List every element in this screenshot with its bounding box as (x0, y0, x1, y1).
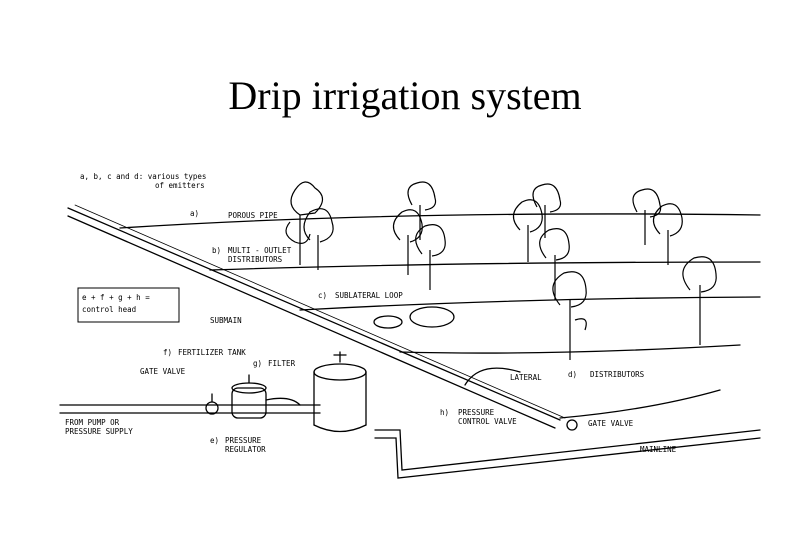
label-a: a) (190, 209, 199, 218)
label-h-text-1: PRESSURE (458, 408, 495, 417)
tree-1 (285, 181, 324, 265)
label-g: g) (253, 359, 262, 368)
control-head-box (77, 287, 180, 323)
tree-4 (392, 209, 423, 275)
submain-pipe-2 (67, 215, 556, 429)
label-e: e) (210, 436, 219, 445)
legend-emitters-1: a, b, c and d: various types (80, 172, 206, 181)
lateral-a (119, 213, 761, 229)
label-b-text-1: MULTI - OUTLET (228, 246, 292, 255)
legend-emitters-2: of emitters (155, 181, 205, 190)
label-h-text-2: CONTROL VALVE (458, 417, 517, 426)
pressure-regulator (205, 393, 219, 415)
label-b: b) (212, 246, 221, 255)
tree-8 (539, 228, 570, 300)
label-d-text: DISTRIBUTORS (590, 370, 645, 379)
lateral-b (209, 261, 761, 271)
labels: a, b, c and d: various types of emitters… (65, 172, 677, 454)
label-f-text: FERTILIZER TANK (178, 348, 246, 357)
tree-5 (415, 224, 446, 290)
label-e-text-1: PRESSURE (225, 436, 262, 445)
mainline (374, 429, 761, 471)
label-c: c) (318, 291, 327, 300)
label-h: h) (440, 408, 449, 417)
label-a-text: POROUS PIPE (228, 211, 278, 220)
submain-pipe-3 (74, 204, 566, 419)
gate-valve-left-label: GATE VALVE (140, 367, 186, 376)
fertilizer-tank (231, 374, 301, 419)
label-f: f) (163, 348, 172, 357)
control-box-line2: control head (82, 305, 136, 314)
submain-pipe (67, 207, 561, 421)
from-pump-2: PRESSURE SUPPLY (65, 427, 133, 436)
label-c-text: SUBLATERAL LOOP (335, 291, 403, 300)
submain-label: SUBMAIN (210, 316, 242, 325)
label-d: d) (568, 370, 577, 379)
lateral-c (299, 296, 761, 311)
label-b-text-2: DISTRIBUTORS (228, 255, 283, 264)
tree-2 (303, 208, 334, 270)
tree-11 (652, 203, 683, 265)
mainline-label: MAINLINE (640, 445, 677, 454)
sublateral-loop (409, 306, 455, 328)
lateral-e (559, 389, 721, 419)
tree-10 (632, 188, 662, 245)
gate-valve-right (566, 419, 578, 431)
tree-7 (512, 199, 543, 262)
from-pump-1: FROM PUMP OR (65, 418, 120, 427)
tree-12 (682, 256, 717, 345)
control-box-line1: e + f + g + h = (82, 293, 150, 302)
slide-title: Drip irrigation system (228, 73, 582, 118)
filter-tank (313, 351, 367, 433)
gate-valve-right-label: GATE VALVE (588, 419, 634, 428)
tree-6 (532, 183, 562, 238)
lateral-label: LATERAL (510, 373, 542, 382)
label-g-text: FILTER (268, 359, 296, 368)
tree-3 (407, 181, 437, 240)
tree-9 (552, 271, 587, 360)
lateral-d (399, 344, 741, 354)
label-e-text-2: REGULATOR (225, 445, 266, 454)
